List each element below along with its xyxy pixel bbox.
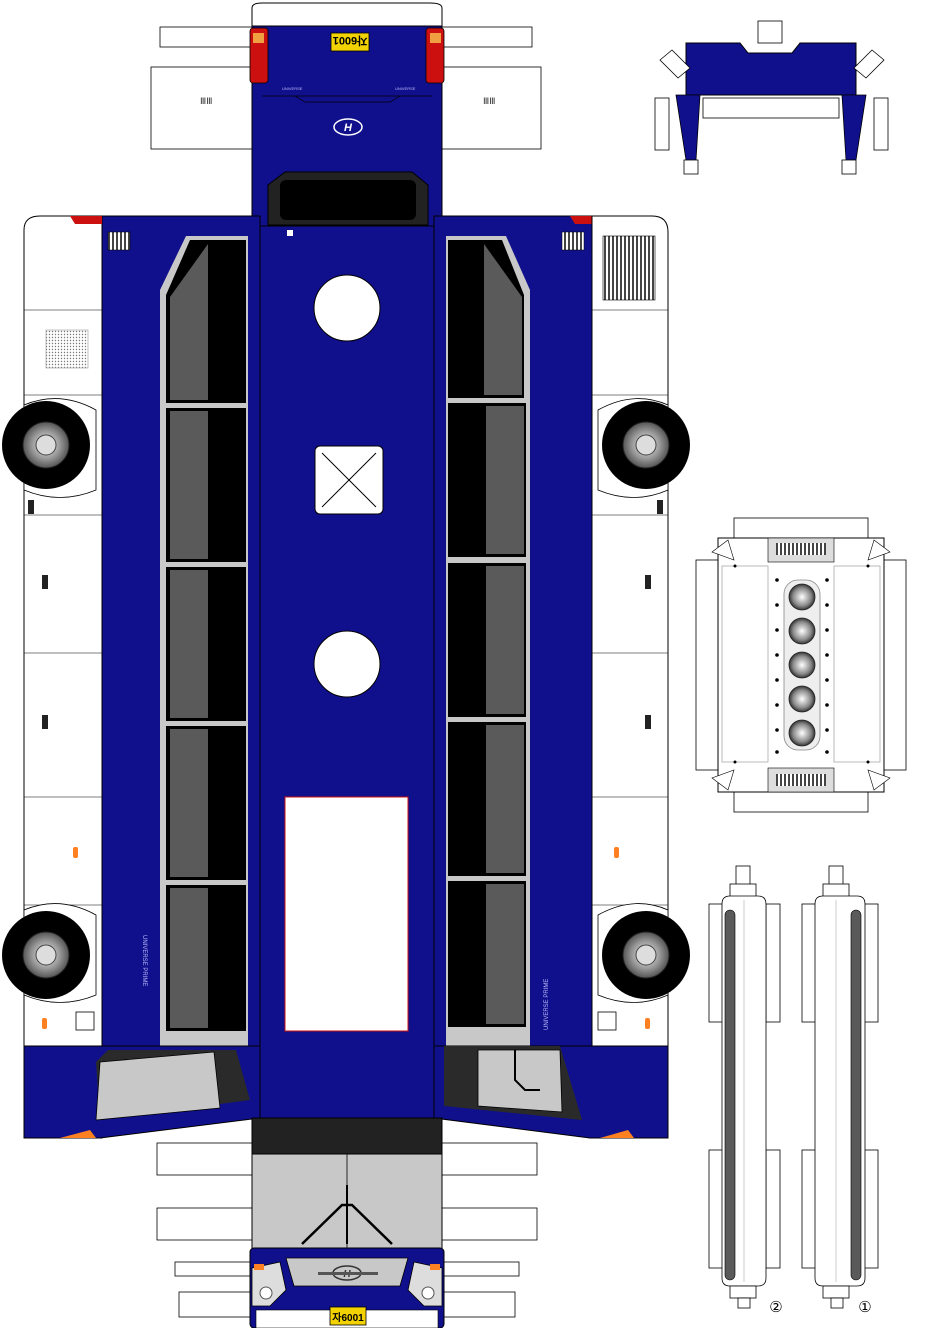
roof-cap-piece [654, 20, 889, 175]
left-side-panel: UNIVERSE PRIME [2, 215, 261, 1139]
chassis-strip-2: ② [708, 865, 783, 1316]
rear-license-plate: 자6001 [330, 32, 370, 52]
right-side-panel: UNIVERSE PRIME [433, 215, 690, 1139]
part-label-2: ② [769, 1299, 782, 1316]
part-label-1: ① [858, 1299, 871, 1316]
rear-panel: ⅢⅢ ⅢⅢ 자6001 UNIVERSE UNIVERSE H [150, 2, 542, 227]
front-license-plate: 자6001 [329, 1306, 367, 1326]
svg-text:자6001: 자6001 [332, 1311, 364, 1324]
right-side-badge: UNIVERSE PRIME [544, 979, 550, 1030]
front-panel: H 자6001 [156, 1117, 538, 1328]
right-rear-wheel [597, 398, 690, 498]
roof-panel [259, 225, 435, 1119]
hyundai-logo-rear: H [333, 118, 363, 136]
left-side-badge: UNIVERSE PRIME [141, 935, 147, 986]
rear-right-badge: UNIVERSE [395, 86, 416, 91]
svg-text:ⅢⅢ: ⅢⅢ [483, 96, 495, 106]
left-rear-wheel [2, 398, 97, 498]
svg-text:H: H [344, 122, 353, 134]
rear-left-badge: UNIVERSE [282, 86, 303, 91]
roof-hatch [314, 445, 384, 515]
svg-text:자6001: 자6001 [333, 34, 368, 48]
right-front-wheel [597, 903, 690, 1003]
left-front-wheel [2, 903, 97, 1003]
chassis-strip-1: ① [801, 865, 879, 1316]
underside-piece [695, 517, 907, 813]
svg-text:ⅢⅢ: ⅢⅢ [200, 96, 212, 106]
